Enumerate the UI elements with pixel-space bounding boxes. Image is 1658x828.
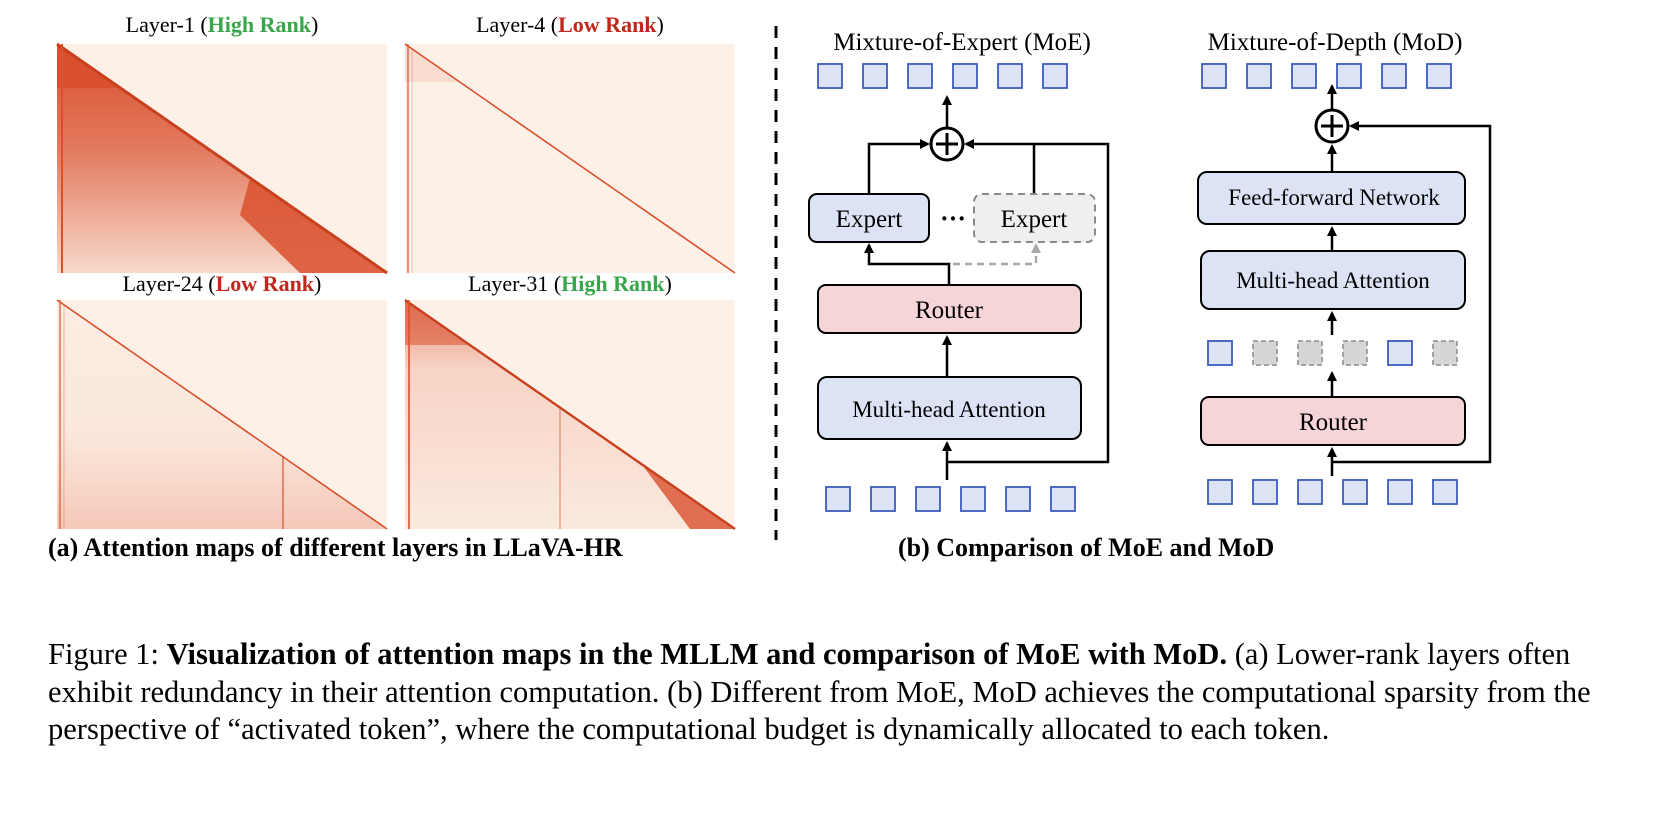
mod-sum-icon bbox=[1314, 108, 1350, 144]
map-title-layer-4: Layer-4 (Low Rank) bbox=[476, 12, 664, 37]
moe-sum-icon bbox=[929, 126, 965, 162]
moe-expert-active-box bbox=[808, 193, 930, 243]
figure-caption: Figure 1: Visualization of attention map… bbox=[48, 636, 1616, 749]
panel-divider bbox=[774, 26, 778, 540]
mod-ffn-box bbox=[1197, 171, 1466, 225]
attention-map-layer-4 bbox=[404, 43, 736, 274]
moe-mod-diagram: Mixture-of-Expert (MoE) Expert ··· Exper… bbox=[808, 29, 1492, 512]
mod-attention-box bbox=[1200, 250, 1466, 310]
moe-attention-box bbox=[817, 376, 1082, 440]
moe-router-label: Router bbox=[915, 297, 984, 324]
map-title-layer-31: Layer-31 (High Rank) bbox=[468, 271, 672, 296]
panel-b-caption: (b) Comparison of MoE and MoD bbox=[898, 533, 1275, 562]
attention-map-layer-31 bbox=[404, 299, 736, 530]
attention-map-layer-1 bbox=[56, 42, 388, 275]
moe-input-tokens bbox=[825, 486, 1076, 512]
attention-map-layer-24 bbox=[56, 299, 388, 530]
mod-token-skipped bbox=[1252, 340, 1278, 366]
map-title-layer-24: Layer-24 (Low Rank) bbox=[122, 271, 322, 296]
moe-output-tokens bbox=[817, 63, 1068, 89]
moe-expert-inactive-label: Expert bbox=[1001, 206, 1068, 233]
mod-title: Mixture-of-Depth (MoD) bbox=[1208, 29, 1463, 56]
mod-output-tokens bbox=[1201, 63, 1452, 89]
mod-router-box bbox=[1200, 396, 1466, 446]
mod-token-active bbox=[1207, 340, 1233, 366]
mod-token-skipped bbox=[1342, 340, 1368, 366]
mod-token-skipped bbox=[1297, 340, 1323, 366]
mod-router-label: Router bbox=[1299, 409, 1368, 436]
moe-router-box bbox=[817, 284, 1082, 334]
attention-maps-graphic bbox=[56, 42, 736, 530]
mod-input-tokens bbox=[1207, 479, 1458, 505]
mod-ffn-label: Feed-forward Network bbox=[1228, 185, 1440, 210]
mod-token-skipped bbox=[1432, 340, 1458, 366]
moe-expert-ellipsis: ··· bbox=[940, 204, 966, 233]
moe-expert-inactive-box bbox=[973, 193, 1096, 243]
figure-caption-body: (a) Lower-rank layers often exhibit redu… bbox=[48, 637, 1591, 746]
figure-caption-title: Visualization of attention maps in the M… bbox=[166, 637, 1228, 671]
panel-a-caption: (a) Attention maps of different layers i… bbox=[48, 533, 623, 562]
moe-attention-label: Multi-head Attention bbox=[852, 397, 1046, 422]
figure-label: Figure 1: bbox=[48, 637, 159, 671]
mod-selected-tokens bbox=[1207, 340, 1458, 366]
moe-diagram: Mixture-of-Expert (MoE) Expert ··· Exper… bbox=[808, 29, 1110, 512]
moe-expert-active-label: Expert bbox=[836, 206, 903, 233]
mod-diagram: Mixture-of-Depth (MoD) Feed-forward Netw… bbox=[1197, 29, 1492, 505]
mod-attention-label: Multi-head Attention bbox=[1236, 268, 1430, 293]
moe-title: Mixture-of-Expert (MoE) bbox=[833, 29, 1091, 56]
mod-token-active bbox=[1387, 340, 1413, 366]
map-title-layer-1: Layer-1 (High Rank) bbox=[125, 12, 319, 37]
